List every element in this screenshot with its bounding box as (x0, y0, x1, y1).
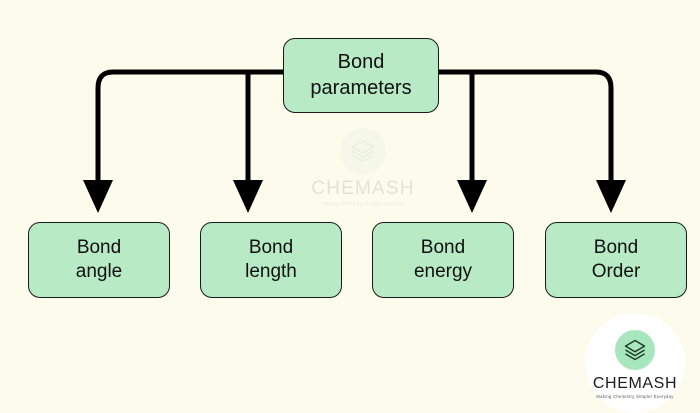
layers-icon (624, 339, 646, 360)
connector-root-to-bond-angle (83, 69, 283, 213)
brand-logo-badge (615, 329, 655, 370)
node-bond-order-label: Bond Order (591, 236, 641, 282)
node-bond-length[interactable]: Bond length (200, 222, 342, 298)
connector-root-to-bond-order (439, 69, 627, 213)
node-bond-angle[interactable]: Bond angle (28, 222, 170, 298)
diagram-canvas: CHEMASH Making Chemistry Simpler Everyda… (28, 38, 687, 413)
node-bond-parameters[interactable]: Bond parameters (283, 38, 439, 113)
node-bond-energy-label: Bond energy (413, 236, 473, 282)
node-bond-length-label: Bond length (245, 236, 297, 282)
connector-lines (83, 69, 627, 213)
node-bond-angle-label: Bond angle (75, 236, 123, 282)
brand-logo: CHEMASH Making Chemistry Simpler Everyda… (585, 313, 685, 413)
node-bond-parameters-label: Bond parameters (310, 50, 412, 99)
node-bond-order[interactable]: Bond Order (545, 222, 687, 298)
node-bond-energy[interactable]: Bond energy (372, 222, 514, 298)
brand-logo-tagline: Making Chemistry Simpler Everyday (596, 393, 674, 399)
brand-logo-name: CHEMASH (592, 374, 678, 392)
